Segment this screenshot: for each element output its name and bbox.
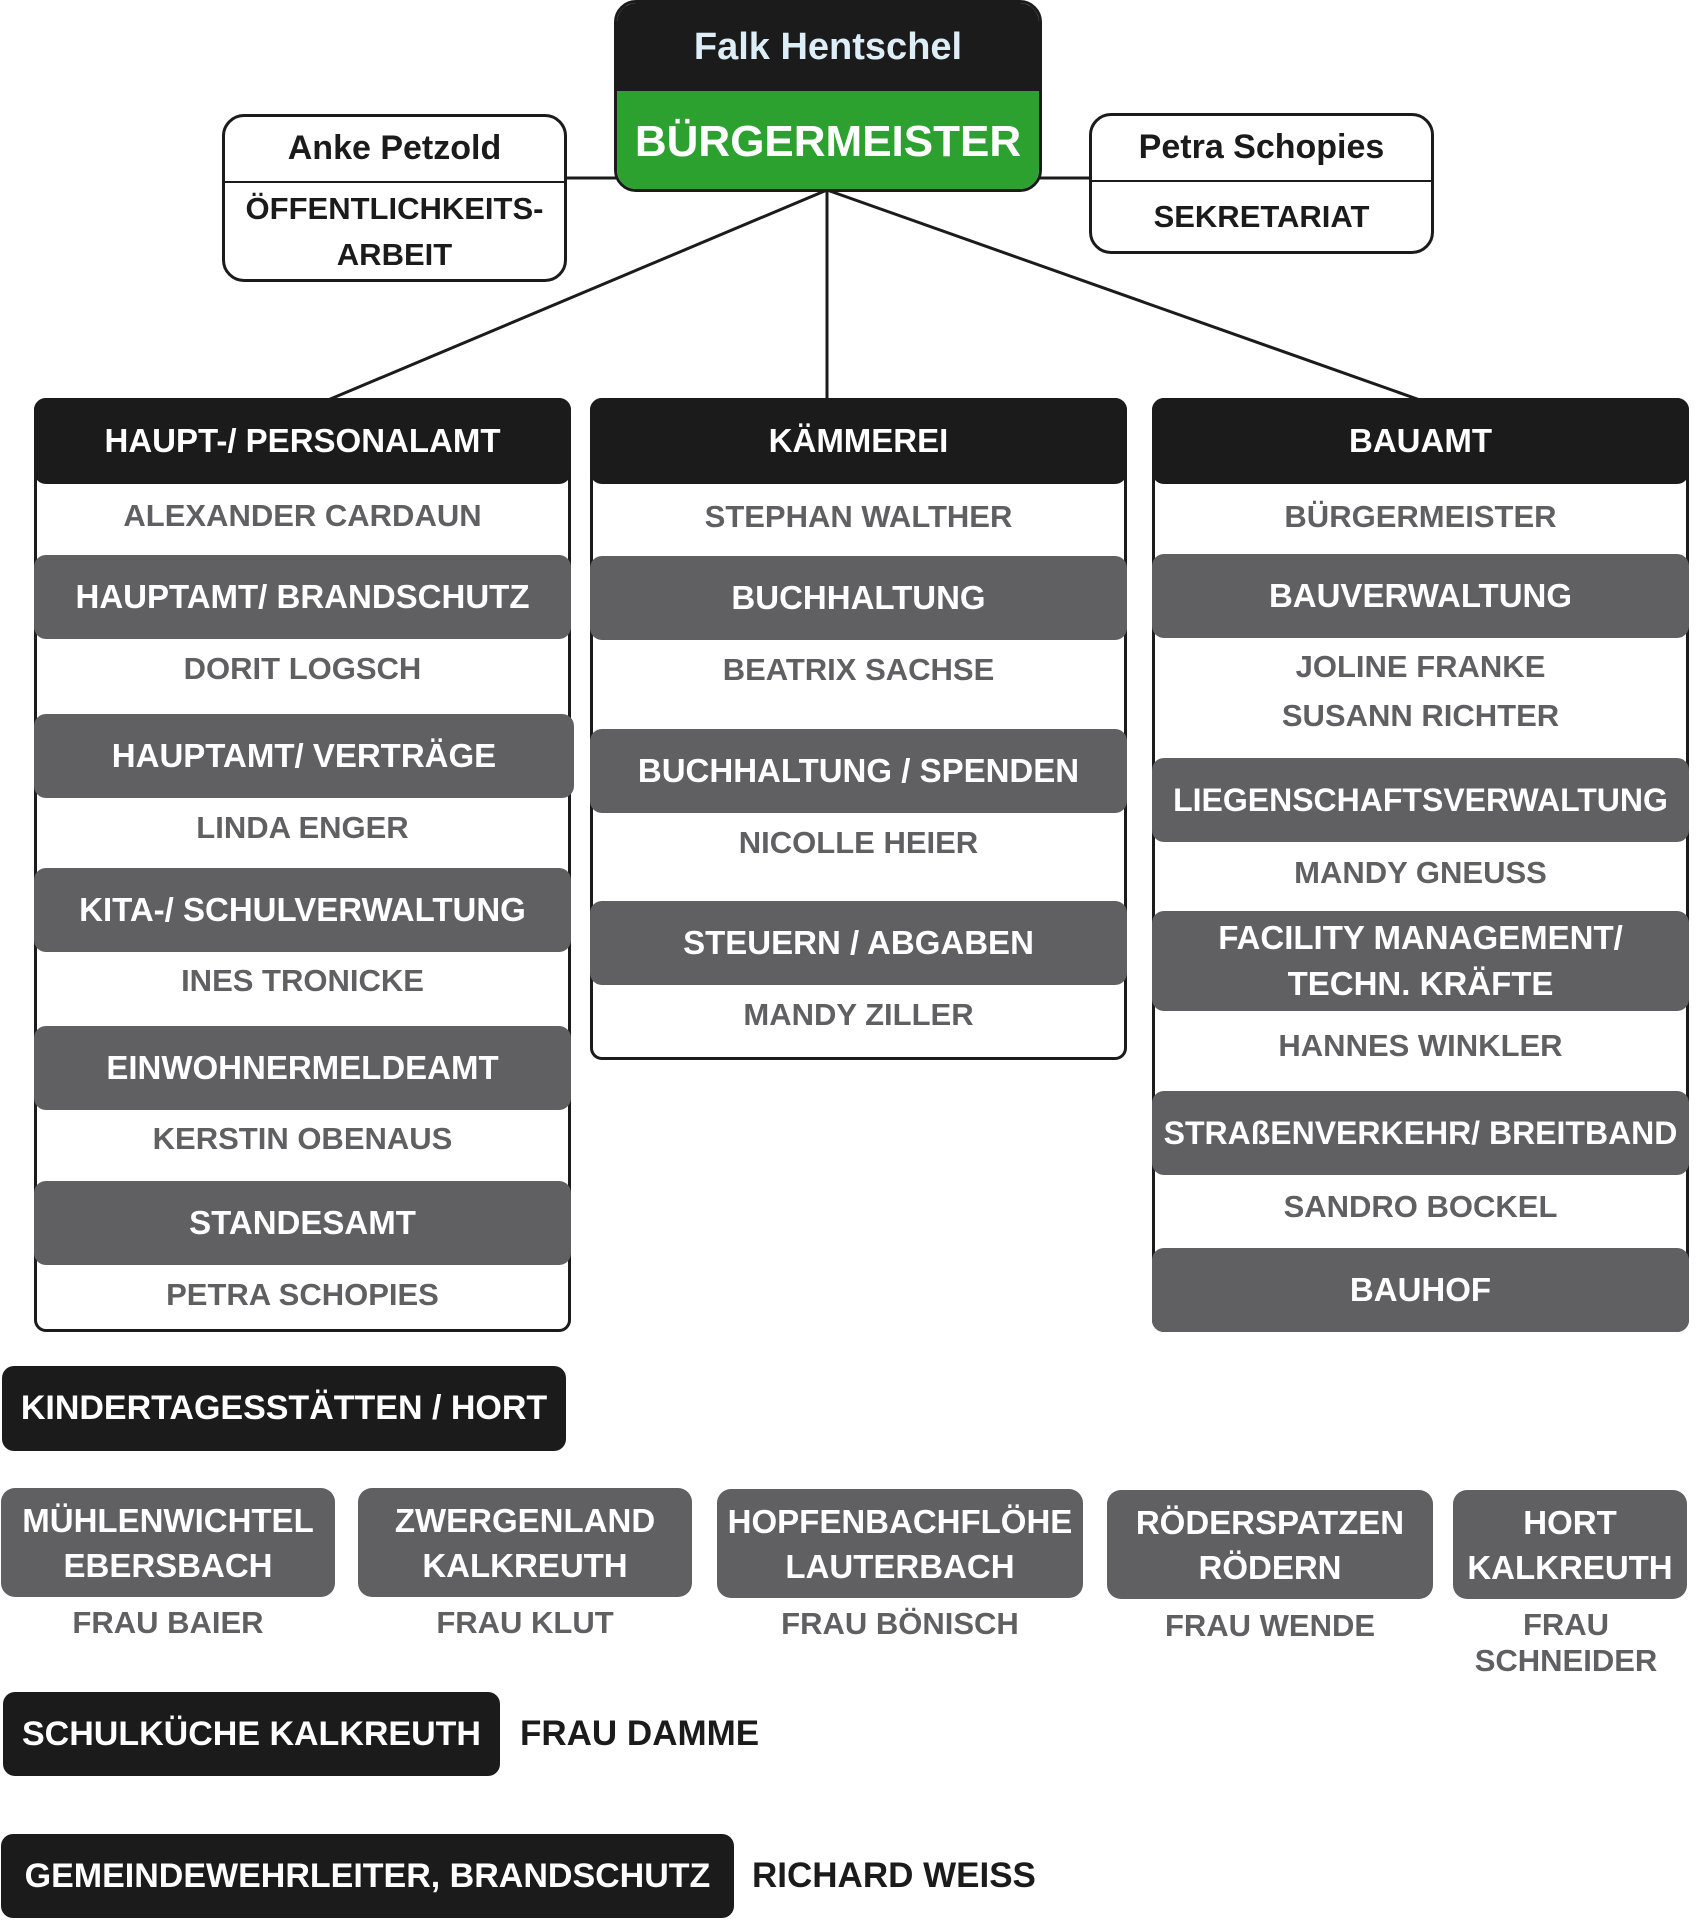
- kita-zwergenland: ZWERGENLAND KALKREUTH: [358, 1488, 692, 1597]
- unit-name-line-1: FACILITY MANAGEMENT/: [1218, 919, 1623, 956]
- kita-name-line-1: HORT: [1523, 1503, 1617, 1541]
- staff-name: Petra Schopies: [1092, 116, 1431, 182]
- kita-person: FRAU BÖNISCH: [781, 1606, 1019, 1641]
- department-title: BAUAMT: [1152, 398, 1689, 484]
- unit-person: INES TRONICKE: [181, 963, 424, 998]
- unit-bauhof: BAUHOF: [1152, 1248, 1689, 1332]
- kita-section-title: KINDERTAGESSTÄTTEN / HORT: [2, 1366, 566, 1451]
- wehrleiter-box: GEMEINDEWEHRLEITER, BRANDSCHUTZ: [1, 1834, 734, 1918]
- unit-person: LINDA ENGER: [196, 810, 409, 845]
- staff-box-secretariat: Petra Schopies SEKRETARIAT: [1089, 113, 1434, 254]
- unit-steuern-abgaben: STEUERN / ABGABEN: [590, 901, 1127, 985]
- unit-bauverwaltung: BAUVERWALTUNG: [1152, 554, 1689, 638]
- connector-bauamt: [826, 188, 1421, 402]
- kita-hort-kalkreuth: HORT KALKREUTH: [1453, 1490, 1687, 1599]
- department-title: HAUPT-/ PERSONALAMT: [34, 398, 571, 484]
- department-hauptamt: HAUPT-/ PERSONALAMT ALEXANDER CARDAUN HA…: [34, 398, 574, 1332]
- unit-person-2: SUSANN RICHTER: [1281, 698, 1560, 733]
- kita-person: FRAU KLUT: [436, 1605, 614, 1640]
- staff-name: Anke Petzold: [225, 117, 564, 183]
- kita-name-line-1: ZWERGENLAND: [394, 1501, 656, 1539]
- unit-person: SANDRO BOCKEL: [1283, 1189, 1558, 1224]
- unit-kita-schulverwaltung: KITA-/ SCHULVERWALTUNG: [34, 868, 571, 952]
- unit-name-line-2: TECHN. KRÄFTE: [1287, 965, 1554, 1002]
- unit-buchhaltung-spenden: BUCHHALTUNG / SPENDEN: [590, 729, 1127, 813]
- unit-person: DORIT LOGSCH: [183, 651, 422, 686]
- mayor-title: BÜRGERMEISTER: [617, 91, 1039, 189]
- staff-role: SEKRETARIAT: [1153, 199, 1370, 234]
- department-head-person: ALEXANDER CARDAUN: [123, 498, 482, 533]
- staff-box-public-relations: Anke Petzold ÖFFENTLICHKEITS- ARBEIT: [222, 114, 567, 282]
- kita-muehlenwichtel: MÜHLENWICHTEL EBERSBACH: [1, 1488, 335, 1597]
- kita-name-line-2: KALKREUTH: [422, 1546, 628, 1584]
- kita-person: FRAU WENDE: [1164, 1608, 1376, 1643]
- unit-person: NICOLLE HEIER: [738, 825, 979, 860]
- unit-standesamt: STANDESAMT: [34, 1181, 571, 1265]
- unit-strassenverkehr-breitband: STRAßENVERKEHR/ BREITBAND: [1152, 1091, 1689, 1175]
- mayor-box: Falk Hentschel BÜRGERMEISTER: [614, 0, 1042, 192]
- kita-name-line-1: MÜHLENWICHTEL: [22, 1501, 314, 1539]
- staff-role-line-2: ARBEIT: [336, 237, 453, 272]
- unit-person: KERSTIN OBENAUS: [152, 1121, 453, 1156]
- kita-name-line-1: HOPFENBACHFLÖHE: [727, 1502, 1073, 1540]
- department-head-person: STEPHAN WALTHER: [704, 499, 1013, 534]
- connector-hauptamt: [327, 188, 828, 402]
- unit-person: PETRA SCHOPIES: [166, 1277, 439, 1312]
- unit-person: MANDY ZILLER: [743, 997, 974, 1032]
- kita-name-line-2: EBERSBACH: [63, 1546, 273, 1584]
- unit-hauptamt-brandschutz: HAUPTAMT/ BRANDSCHUTZ: [34, 555, 571, 639]
- kita-roederspatzen: RÖDERSPATZEN RÖDERN: [1107, 1490, 1433, 1599]
- unit-buchhaltung: BUCHHALTUNG: [590, 556, 1127, 640]
- kita-name-line-2: RÖDERN: [1198, 1548, 1342, 1586]
- unit-person: HANNES WINKLER: [1278, 1028, 1563, 1063]
- kita-hopfenbachfloehe: HOPFENBACHFLÖHE LAUTERBACH: [717, 1489, 1083, 1598]
- unit-person: MANDY GNEUSS: [1294, 855, 1547, 890]
- wehrleiter-person: RICHARD WEISS: [752, 1856, 1036, 1895]
- department-bauamt: BAUAMT BÜRGERMEISTER BAUVERWALTUNG JOLIN…: [1152, 398, 1689, 1332]
- kita-name-line-2: LAUTERBACH: [785, 1547, 1015, 1585]
- unit-person-1: JOLINE FRANKE: [1295, 649, 1546, 684]
- unit-hauptamt-vertraege: HAUPTAMT/ VERTRÄGE: [34, 714, 574, 798]
- unit-liegenschaftsverwaltung: LIEGENSCHAFTSVERWALTUNG: [1152, 758, 1689, 842]
- unit-person: BEATRIX SACHSE: [722, 652, 995, 687]
- department-title: KÄMMEREI: [590, 398, 1127, 484]
- kita-name-line-1: RÖDERSPATZEN: [1135, 1503, 1405, 1541]
- unit-einwohnermeldeamt: EINWOHNERMELDEAMT: [34, 1026, 571, 1110]
- staff-role-line-1: ÖFFENTLICHKEITS-: [245, 191, 544, 226]
- department-head-person: BÜRGERMEISTER: [1284, 499, 1557, 534]
- department-kaemmerei: KÄMMEREI STEPHAN WALTHER BUCHHALTUNG BEA…: [590, 398, 1127, 1060]
- staff-role: ÖFFENTLICHKEITS- ARBEIT: [225, 183, 564, 281]
- schulkueche-person: FRAU DAMME: [520, 1714, 760, 1753]
- unit-facility-management: FACILITY MANAGEMENT/ TECHN. KRÄFTE: [1152, 911, 1689, 1011]
- schulkueche-box: SCHULKÜCHE KALKREUTH: [3, 1692, 500, 1776]
- kita-person: FRAU SCHNEIDER: [1474, 1607, 1658, 1678]
- kita-person: FRAU BAIER: [72, 1605, 264, 1640]
- kita-name-line-2: KALKREUTH: [1467, 1548, 1673, 1586]
- mayor-name: Falk Hentschel: [617, 3, 1039, 91]
